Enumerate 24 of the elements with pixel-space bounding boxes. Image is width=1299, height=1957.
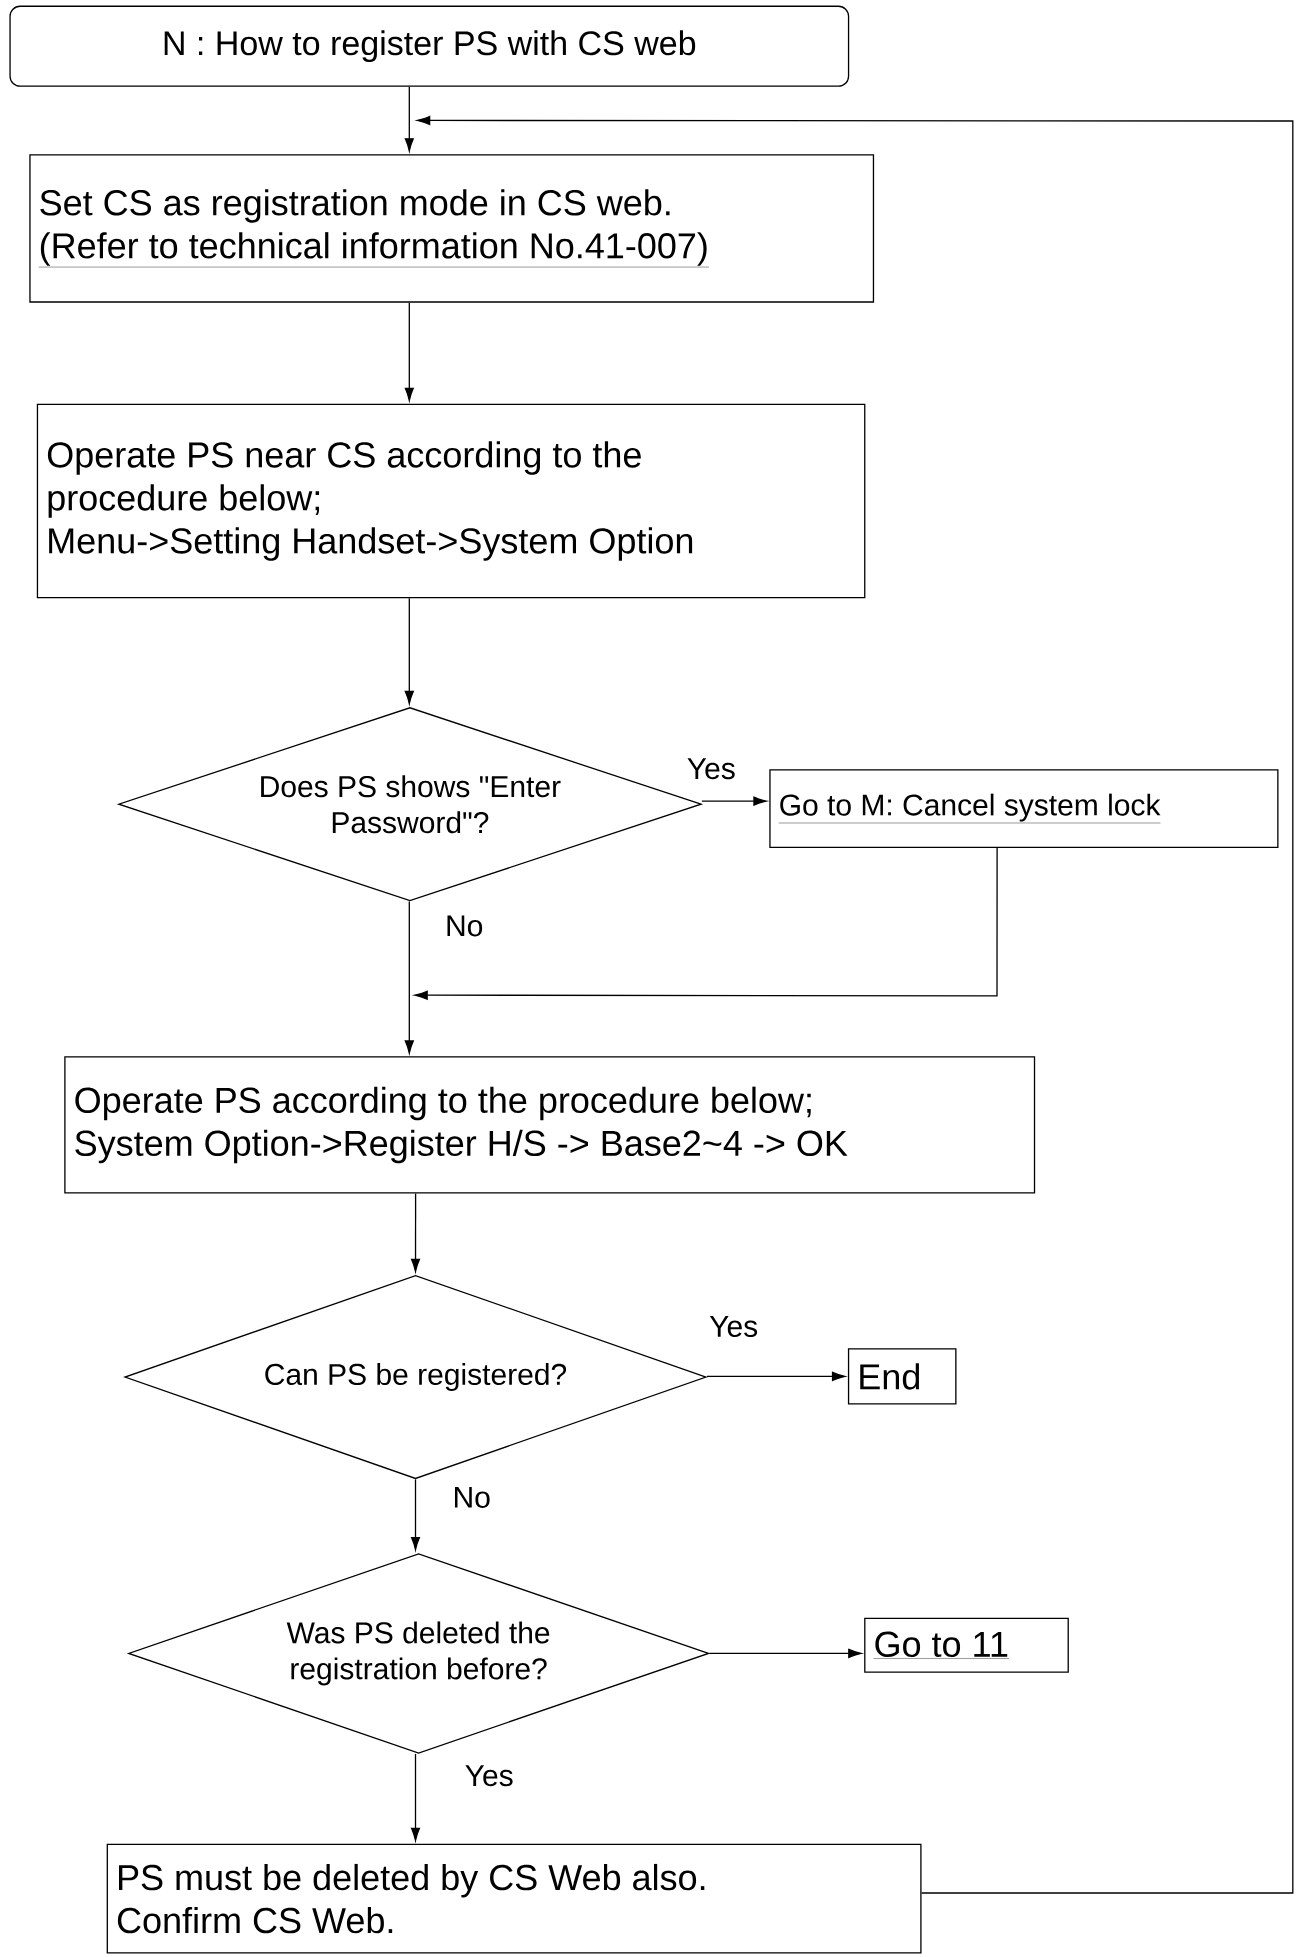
arrow (404, 900, 414, 1054)
edge-label: Yes (463, 1764, 515, 1788)
arrow (410, 1192, 421, 1273)
arrow (410, 1753, 421, 1842)
process-box: Operate PS according to the procedure below; System Option->Register H/S -> Base2~4 -> OK (64, 1056, 1036, 1194)
process-box: PS must be deleted by CS Web also. Confirm CS Web. (106, 1843, 922, 1954)
process-box: Go to 11 (864, 1617, 1069, 1673)
arrow (414, 847, 998, 1000)
process-box: Set CS as registration mode in CS web. (Refer to technical information No.41-007) (29, 154, 875, 303)
arrow (410, 1478, 421, 1551)
edge-label: No (444, 914, 485, 938)
edge-label: Yes (708, 1315, 760, 1338)
terminal-box: End (847, 1348, 957, 1405)
arrow (708, 1648, 862, 1659)
process-box: Go to M: Cancel system lock (769, 769, 1279, 848)
arrow (416, 115, 1294, 1894)
edge-label: No (451, 1485, 492, 1509)
arrow (404, 597, 414, 705)
arrow (404, 302, 414, 402)
arrow (706, 1371, 846, 1382)
arrow (701, 796, 767, 806)
title-box: N : How to register PS with CS web (9, 5, 850, 87)
arrow (404, 86, 414, 152)
process-box: Operate PS near CS according to the procedure below; Menu->Setting Handset->System Option (36, 403, 866, 599)
